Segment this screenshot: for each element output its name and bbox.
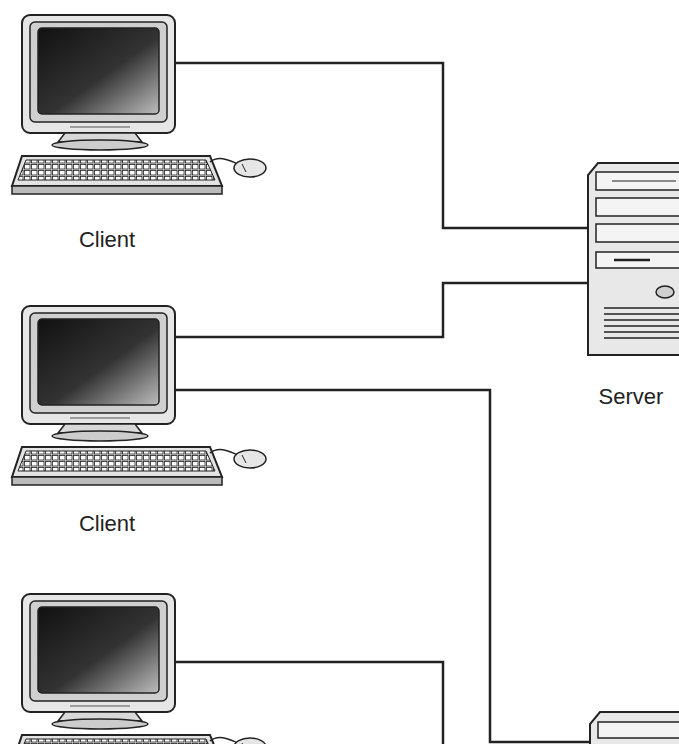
network-cable [175, 283, 588, 337]
node-label: Server [597, 384, 666, 410]
client-node: Client [22, 15, 175, 255]
node-label: Client [77, 511, 137, 537]
client-node: Client [22, 305, 175, 545]
node-label: Client [77, 227, 137, 253]
network-cable [175, 63, 588, 228]
server-node: Server [588, 163, 679, 418]
